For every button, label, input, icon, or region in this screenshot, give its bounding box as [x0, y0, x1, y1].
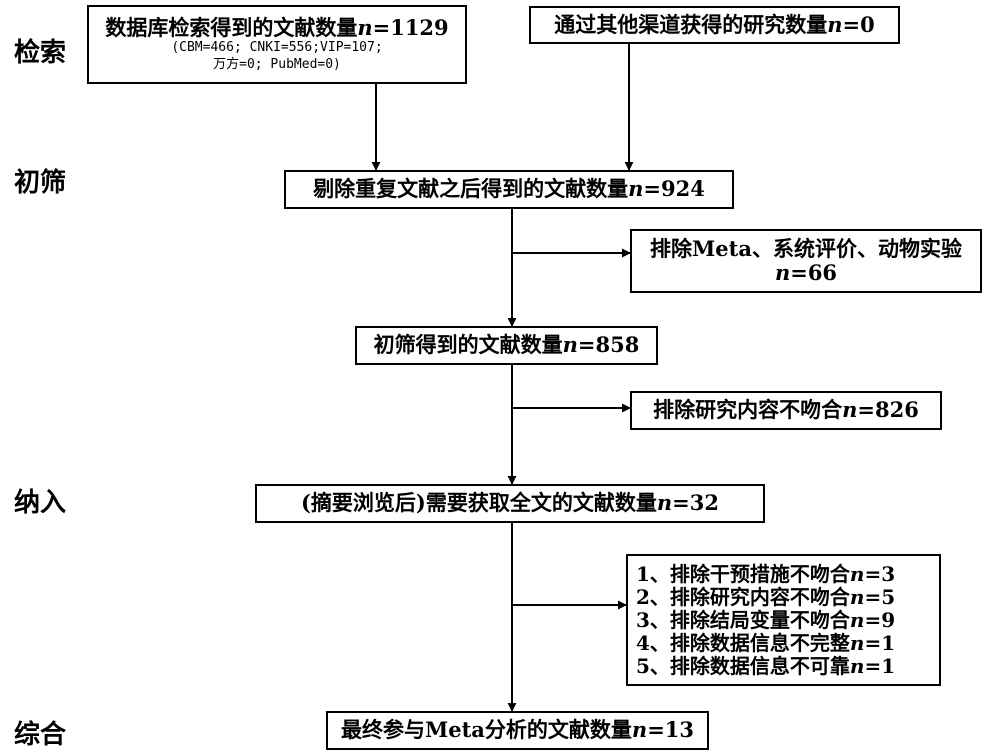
box-exclude-content: 排除研究内容不吻合n=826	[630, 391, 942, 430]
exclude-reason-2: 2、排除研究内容不吻合n=5	[636, 584, 896, 609]
box-other-sources: 通过其他渠道获得的研究数量n=0	[529, 6, 900, 44]
exclude-reason-4: 4、排除数据信息不完整n=1	[636, 630, 896, 655]
box-exclude-meta-reviews: 排除Meta、系统评价、动物实验 n=66	[630, 229, 982, 293]
box-database-search: 数据库检索得到的文献数量n=1129 (CBM=466; CNKI=556;VI…	[87, 5, 467, 84]
stage-label-search: 检索	[14, 38, 67, 68]
stage-label-synth: 综合	[14, 720, 67, 750]
db-breakdown-line1: (CBM=466; CNKI=556;VIP=107;	[171, 40, 383, 56]
box-exclude-fulltext-reasons: 1、排除干预措施不吻合n=3 2、排除研究内容不吻合n=5 3、排除结局变量不吻…	[626, 554, 941, 686]
exclude-reason-1: 1、排除干预措施不吻合n=3	[636, 561, 896, 586]
box-fulltext-needed: (摘要浏览后)需要获取全文的文献数量n=32	[255, 484, 765, 523]
stage-label-include: 纳入	[14, 488, 67, 518]
box-after-dedup: 剔除重复文献之后得到的文献数量n=924	[284, 170, 734, 209]
stage-label-screen: 初筛	[14, 168, 67, 198]
exclude-reason-5: 5、排除数据信息不可靠n=1	[636, 653, 896, 678]
box-screened: 初筛得到的文献数量n=858	[355, 326, 658, 365]
exclude-reason-3: 3、排除结局变量不吻合n=9	[636, 607, 896, 632]
db-breakdown-line2: 万方=0; PubMed=0)	[213, 56, 341, 72]
box-final-included: 最终参与Meta分析的文献数量n=13	[326, 711, 709, 750]
